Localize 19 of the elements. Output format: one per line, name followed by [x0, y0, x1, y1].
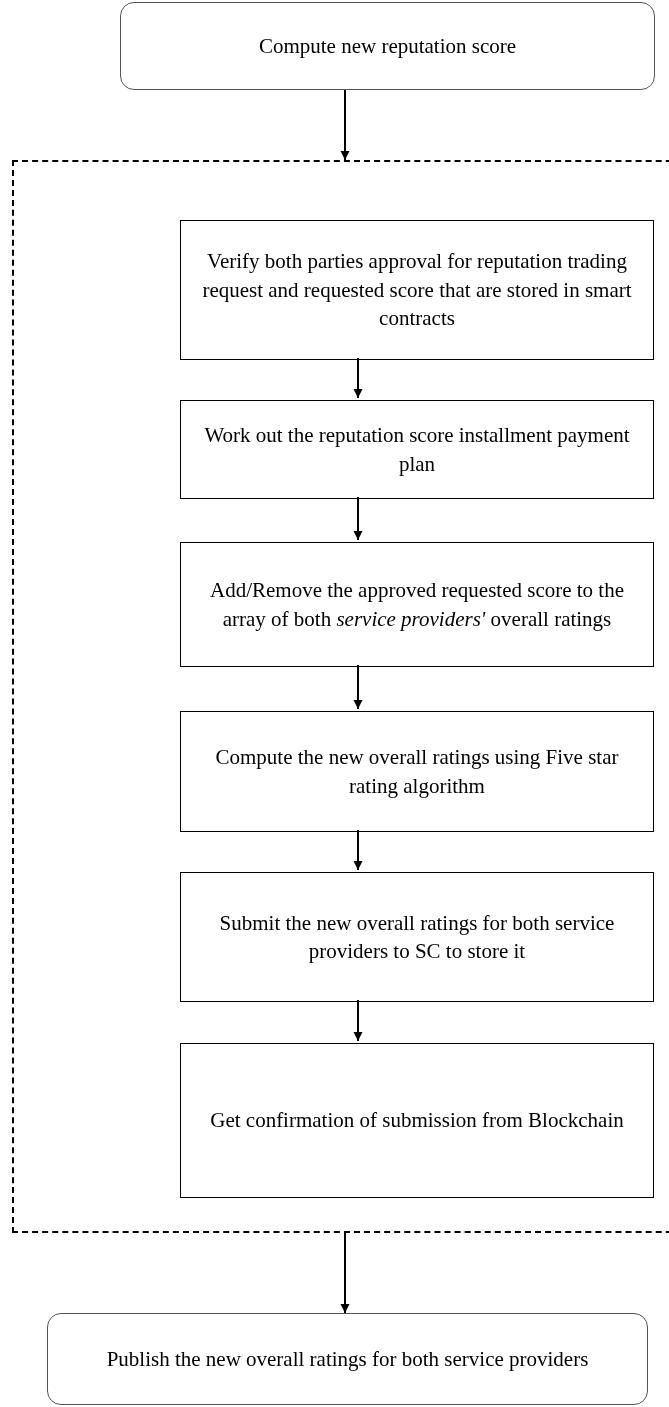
arrow	[340, 89, 350, 161]
box-text: Compute the new overall ratings using Five star rating algorithm	[214, 744, 620, 800]
box-text: Compute new reputation score	[258, 32, 517, 60]
box-text: Work out the reputation score installment payment plan	[203, 422, 631, 478]
terminal-box	[47, 1313, 648, 1405]
process-box	[180, 872, 654, 1002]
terminal-box	[120, 2, 655, 90]
box-text: Verify both parties approval for reputation trading request and requested score that are stored in smart contracts	[201, 248, 633, 333]
process-box	[180, 711, 654, 832]
box-text: Add/Remove the approved requested score to the array of both service providers' overall ratings	[208, 577, 625, 633]
box-text: Submit the new overall ratings for both service providers to SC to store it	[218, 909, 616, 965]
arrow	[340, 1232, 350, 1314]
process-box	[180, 220, 654, 360]
process-box	[180, 400, 654, 499]
process-box	[180, 1043, 654, 1198]
process-box	[180, 542, 654, 667]
box-text: Get confirmation of submission from Blockchain	[210, 1107, 624, 1135]
dashed-group-frame	[12, 160, 669, 1233]
box-text: Publish the new overall ratings for both service providers	[106, 1345, 589, 1373]
